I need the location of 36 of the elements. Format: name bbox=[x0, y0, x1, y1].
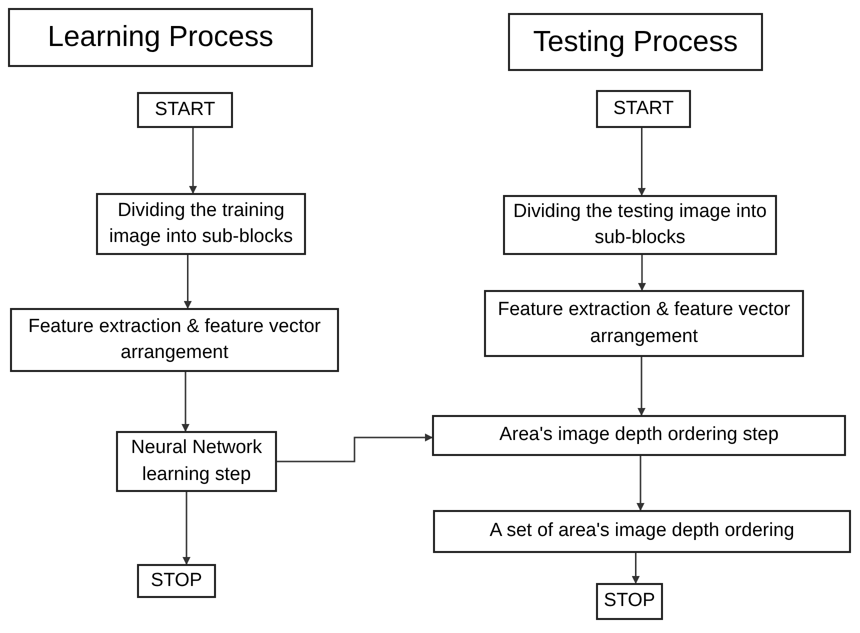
step-text: STOP bbox=[150, 568, 202, 593]
process-box bbox=[503, 195, 777, 255]
arrow bbox=[638, 128, 646, 196]
arrow bbox=[189, 128, 197, 194]
step-text: START bbox=[154, 98, 216, 122]
step-text: Dividing the training image into sub-blocks bbox=[108, 198, 294, 249]
process-box bbox=[433, 510, 851, 553]
step-text: Feature extraction & feature vector arrangement bbox=[496, 298, 792, 348]
process-box bbox=[484, 290, 804, 357]
step-text: STOP bbox=[604, 589, 656, 614]
arrow bbox=[636, 456, 644, 511]
process-box bbox=[137, 92, 233, 128]
title-box bbox=[8, 8, 313, 67]
process-box bbox=[596, 90, 691, 128]
arrow bbox=[184, 255, 192, 309]
process-box bbox=[96, 193, 306, 255]
process-box bbox=[10, 308, 339, 372]
arrow bbox=[638, 255, 646, 291]
process-box bbox=[432, 415, 846, 456]
step-text: Area's image depth ordering step bbox=[499, 423, 779, 448]
process-box bbox=[137, 564, 216, 598]
step-text: START bbox=[613, 96, 674, 121]
arrow bbox=[182, 492, 190, 565]
step-text: A set of area's image depth ordering bbox=[490, 519, 794, 544]
step-text: Dividing the testing image into sub-blocks bbox=[512, 200, 768, 250]
arrow bbox=[182, 372, 190, 432]
step-text: Neural Network learning step bbox=[130, 436, 263, 486]
process-box bbox=[116, 431, 277, 492]
heading-text: Testing Process bbox=[533, 24, 738, 60]
process-box bbox=[596, 583, 663, 620]
heading-text: Learning Process bbox=[48, 20, 274, 56]
title-box bbox=[508, 13, 763, 71]
arrow bbox=[638, 357, 646, 416]
arrow bbox=[632, 553, 640, 584]
arrow bbox=[277, 434, 433, 462]
step-text: Feature extraction & feature vector arrangement bbox=[27, 314, 322, 365]
